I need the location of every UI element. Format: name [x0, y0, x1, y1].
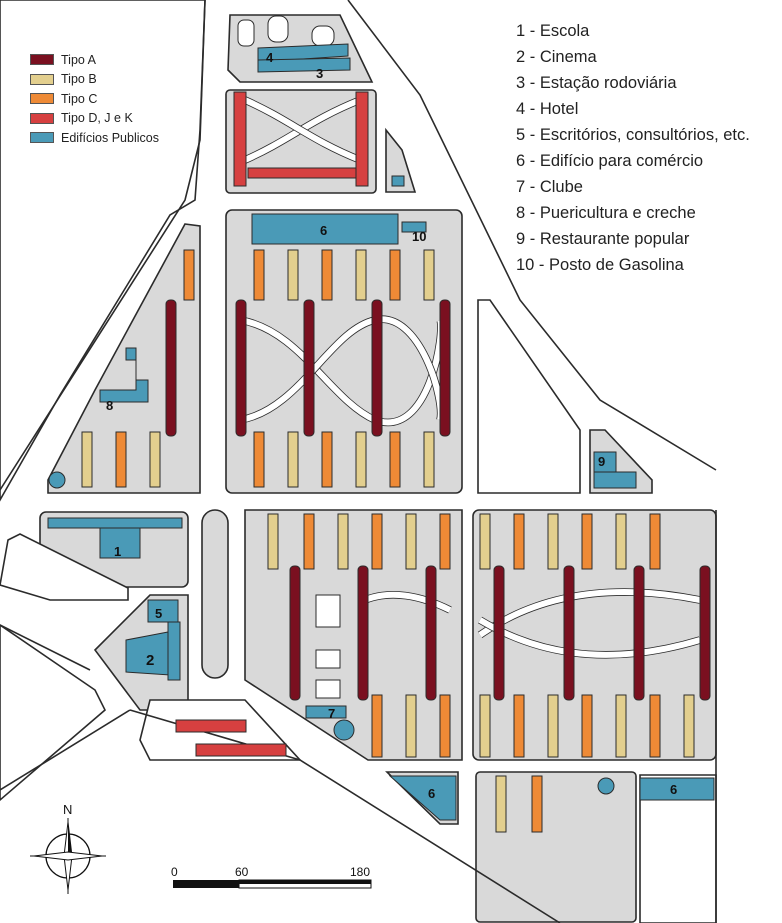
- legend-swatch: [30, 93, 54, 105]
- central-block-buildings: [235, 249, 451, 488]
- key-item: 9 - Restaurante popular: [516, 230, 690, 248]
- left-block-buildings: [48, 249, 195, 489]
- legend-item-tipo-a: Tipo A: [30, 50, 159, 70]
- building-numbers: 4 3 6 10 8 9 1 5 2 7 6 6: [106, 50, 677, 801]
- key-item: 8 - Puericultura e creche: [516, 204, 696, 222]
- label-posto: 10: [412, 229, 426, 244]
- label-rodoviaria: 3: [316, 66, 323, 81]
- label-hotel: 4: [266, 50, 274, 65]
- key-item: 7 - Clube: [516, 178, 583, 196]
- city-blocks: [0, 14, 717, 923]
- background-areas: [0, 0, 206, 502]
- legend-swatch: [30, 132, 54, 144]
- east-block-buildings: [479, 513, 711, 758]
- legend-label: Tipo B: [61, 72, 97, 87]
- legend-item-tipo-djk: Tipo D, J e K: [30, 109, 159, 129]
- north-arrow: N: [30, 802, 106, 894]
- legend-label: Tipo D, J e K: [61, 111, 133, 126]
- label-comercio-top: 6: [320, 223, 327, 238]
- legend-item-edificios-publicos: Edifícios Publicos: [30, 128, 159, 148]
- scale-tick-0: 0: [171, 865, 178, 879]
- label-escritorios: 5: [155, 606, 162, 621]
- label-comercio-bottom: 6: [428, 786, 435, 801]
- key-item: 6 - Edifício para comércio: [516, 152, 704, 170]
- top-buildings: [233, 15, 427, 245]
- cinema-block-buildings: [125, 599, 181, 681]
- label-escola: 1: [114, 544, 121, 559]
- scale-bar: 0 60 180: [171, 865, 372, 889]
- legend-swatch: [30, 112, 54, 124]
- misc-buildings: [175, 451, 715, 833]
- school-block-buildings: [47, 517, 183, 559]
- scale-tick-180: 180: [350, 865, 370, 879]
- key-item: 10 - Posto de Gasolina: [516, 256, 684, 274]
- label-cinema: 2: [146, 652, 154, 669]
- key-item: 2 - Cinema: [516, 48, 597, 66]
- center-south-buildings: [267, 513, 451, 758]
- legend-item-tipo-b: Tipo B: [30, 70, 159, 90]
- label-puericultura: 8: [106, 398, 113, 413]
- key-item: 4 - Hotel: [516, 100, 579, 118]
- key-item: 5 - Escritórios, consultórios, etc.: [516, 126, 750, 144]
- legend-label: Edifícios Publicos: [61, 130, 159, 145]
- label-clube: 7: [328, 706, 335, 721]
- legend: Tipo A Tipo B Tipo C Tipo D, J e K Edifí…: [30, 50, 159, 148]
- key-item: 1 - Escola: [516, 22, 590, 40]
- building-key: 1 - Escola 2 - Cinema 3 - Estação rodovi…: [516, 18, 750, 278]
- legend-swatch: [30, 54, 54, 66]
- label-restaurante: 9: [598, 454, 605, 469]
- legend-swatch: [30, 73, 54, 85]
- key-item: 3 - Estação rodoviária: [516, 74, 677, 92]
- label-comercio-right: 6: [670, 782, 677, 797]
- legend-label: Tipo C: [61, 91, 98, 106]
- legend-item-tipo-c: Tipo C: [30, 89, 159, 109]
- scale-tick-60: 60: [235, 865, 249, 879]
- legend-label: Tipo A: [61, 52, 96, 67]
- north-label: N: [63, 802, 72, 817]
